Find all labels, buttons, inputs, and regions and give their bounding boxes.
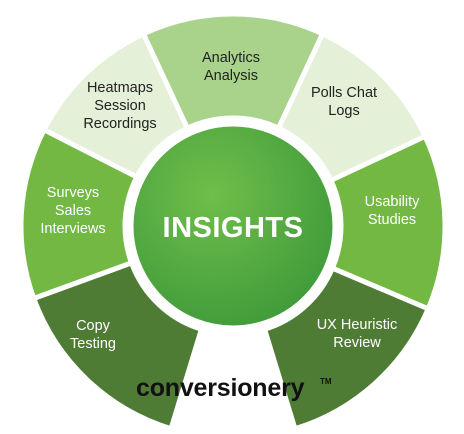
segment-label-line: Analysis	[204, 68, 258, 84]
center-circle	[126, 119, 340, 333]
segment-label-line: Sales	[55, 203, 91, 219]
wheel-segment-3	[140, 11, 326, 131]
segment-label-line: Usability	[365, 194, 421, 210]
segments-layer	[18, 11, 448, 432]
segment-label-line: Session	[94, 98, 146, 114]
segment-label-line: Studies	[368, 212, 416, 228]
center-label: INSIGHTS	[163, 212, 304, 244]
segment-label-line: Analytics	[202, 50, 260, 66]
brand-logo: conversionery	[136, 374, 305, 402]
segment-label-line: Interviews	[40, 221, 105, 237]
wheel-segment-7	[31, 260, 204, 432]
segment-label-line: UX Heuristic	[317, 317, 398, 333]
segment-label-line: Surveys	[47, 185, 99, 201]
segment-label-line: Heatmaps	[87, 80, 153, 96]
segment-label-line: Polls Chat	[311, 85, 377, 101]
segment-label-line: Logs	[328, 103, 359, 119]
segment-label-line: Recordings	[83, 116, 156, 132]
segment-label-line: Testing	[70, 336, 116, 352]
wheel-segment-6	[262, 265, 431, 432]
segment-label-line: Copy	[76, 318, 111, 334]
trademark-mark: TM	[320, 377, 332, 386]
segment-label-line: Review	[333, 335, 381, 351]
